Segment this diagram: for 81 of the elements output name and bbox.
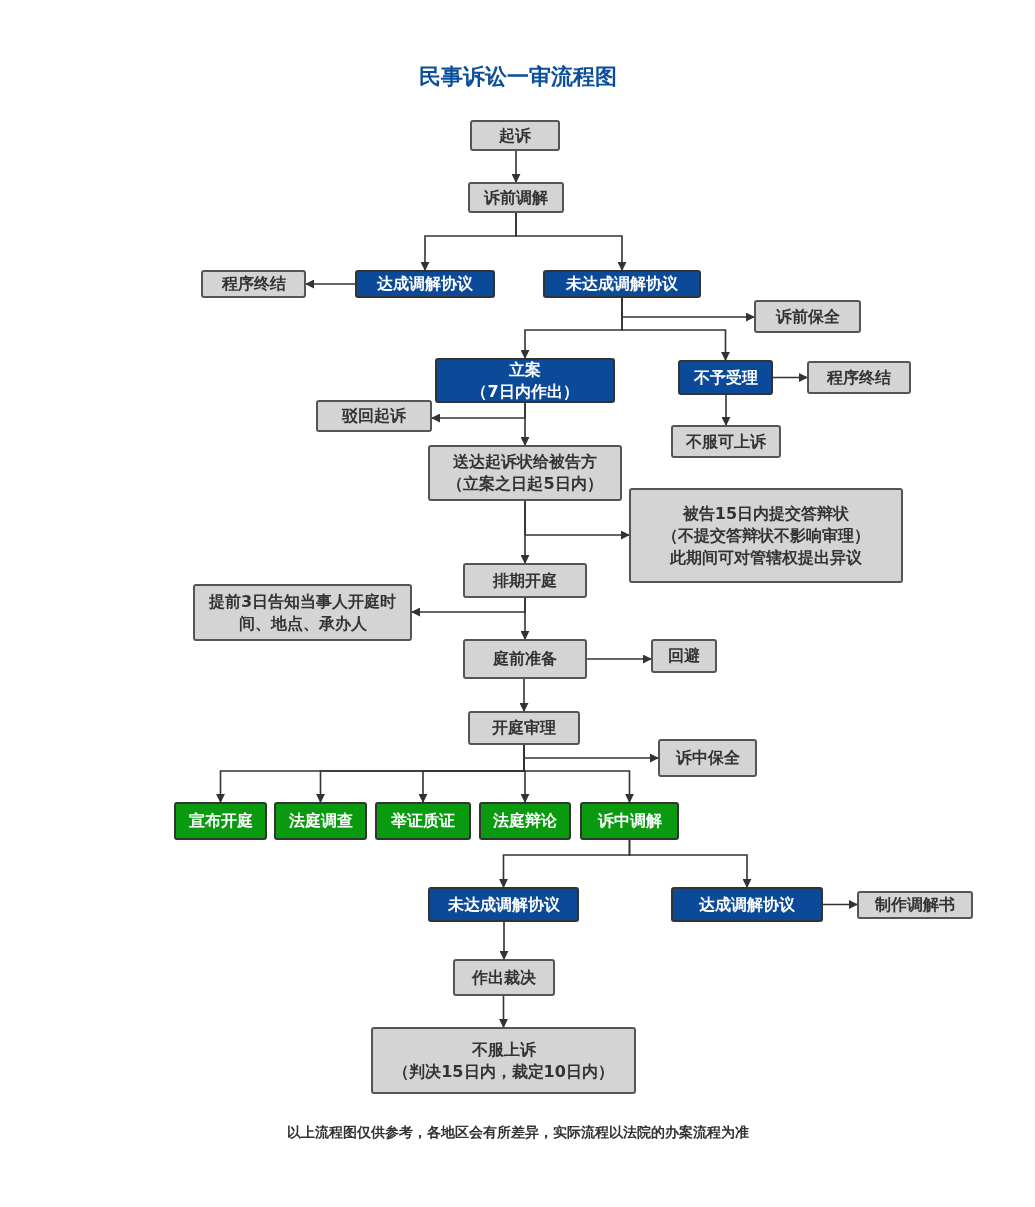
node-text: 作出裁决 — [472, 966, 536, 989]
process-box — [470, 120, 560, 151]
node-text: （7日内作出） — [471, 380, 579, 403]
node-text: 法庭辩论 — [493, 810, 557, 832]
node-text: （不提交答辩状不影响审理） — [662, 524, 870, 547]
arrow — [772, 373, 808, 382]
process-box — [371, 1027, 636, 1094]
arrow — [499, 995, 508, 1028]
arrow — [515, 212, 627, 271]
node-text: 开庭审理 — [492, 717, 556, 739]
process-box — [678, 360, 773, 395]
process-box — [671, 425, 781, 458]
node-text: （立案之日起5日内） — [447, 473, 603, 495]
node-text: 庭前准备 — [493, 648, 557, 670]
node-text: 不予受理 — [693, 366, 758, 389]
diagram-title: 民事诉讼一审流程图 — [418, 63, 617, 91]
process-box — [479, 802, 571, 840]
process-box — [355, 270, 495, 298]
process-box — [468, 711, 580, 745]
arrow — [721, 394, 731, 426]
arrow — [499, 921, 509, 960]
process-box — [658, 739, 757, 777]
node-text: 程序终结 — [827, 366, 891, 389]
node-text: 诉前调解 — [484, 186, 548, 209]
node-text: 未达成调解协议 — [566, 273, 678, 295]
node-text: 举证质证 — [391, 810, 455, 832]
node-text: 法庭调查 — [288, 810, 353, 832]
process-box — [435, 358, 615, 403]
node-text: 此期间可对管辖权提出异议 — [670, 546, 862, 569]
node-text: 不服可上诉 — [686, 430, 766, 453]
process-box — [463, 563, 587, 598]
process-box — [463, 639, 587, 679]
process-box — [316, 400, 432, 432]
process-box — [193, 584, 412, 641]
process-box — [580, 802, 679, 840]
node-text: 达成调解协议 — [699, 893, 795, 916]
process-box — [468, 182, 564, 213]
arrow — [523, 744, 634, 803]
process-box — [671, 887, 823, 922]
process-box — [543, 270, 701, 298]
process-box — [375, 802, 471, 840]
node-text: （判决15日内，裁定10日内） — [393, 1060, 614, 1083]
process-box — [428, 887, 579, 922]
arrow — [520, 402, 530, 446]
arrow — [520, 500, 530, 564]
node-text: 程序终结 — [221, 273, 286, 295]
arrow — [586, 654, 652, 664]
node-text: 诉中保全 — [675, 747, 740, 769]
node-text: 宣布开庭 — [188, 810, 253, 832]
arrow — [822, 900, 858, 909]
process-box — [754, 300, 861, 333]
process-box — [857, 891, 973, 919]
node-text: 未达成调解协议 — [447, 893, 560, 916]
node-text: 制作调解书 — [875, 894, 955, 916]
node-text: 驳回起诉 — [342, 405, 406, 427]
arrow — [305, 279, 356, 289]
arrow — [621, 297, 730, 361]
node-text: 起诉 — [499, 124, 531, 147]
process-box — [274, 802, 367, 840]
node-text: 排期开庭 — [493, 569, 557, 592]
arrow — [519, 678, 529, 712]
arrow — [628, 839, 752, 888]
node-text: 送达起诉状给被告方 — [453, 451, 597, 473]
node-text: 诉中调解 — [597, 810, 662, 832]
node-text: 立案 — [509, 358, 541, 381]
node-text: 达成调解协议 — [377, 273, 473, 295]
node-text: 提前3日告知当事人开庭时间、地点、承办人 — [207, 590, 398, 635]
arrow — [520, 597, 530, 640]
arrow — [511, 150, 521, 183]
process-box — [453, 959, 555, 996]
process-box — [629, 488, 903, 583]
footnote: 以上流程图仅供参考，各地区会有所差异，实际流程以法院的办案流程为准 — [286, 1124, 749, 1142]
node-text: 被告15日内提交答辩状 — [682, 502, 850, 525]
node-text: 不服上诉 — [471, 1038, 536, 1061]
process-box — [174, 802, 267, 840]
process-box — [807, 361, 911, 394]
process-box — [201, 270, 306, 298]
node-text: 回避 — [668, 645, 700, 667]
process-box — [428, 445, 622, 501]
process-box — [651, 639, 717, 673]
node-text: 诉前保全 — [775, 305, 840, 328]
